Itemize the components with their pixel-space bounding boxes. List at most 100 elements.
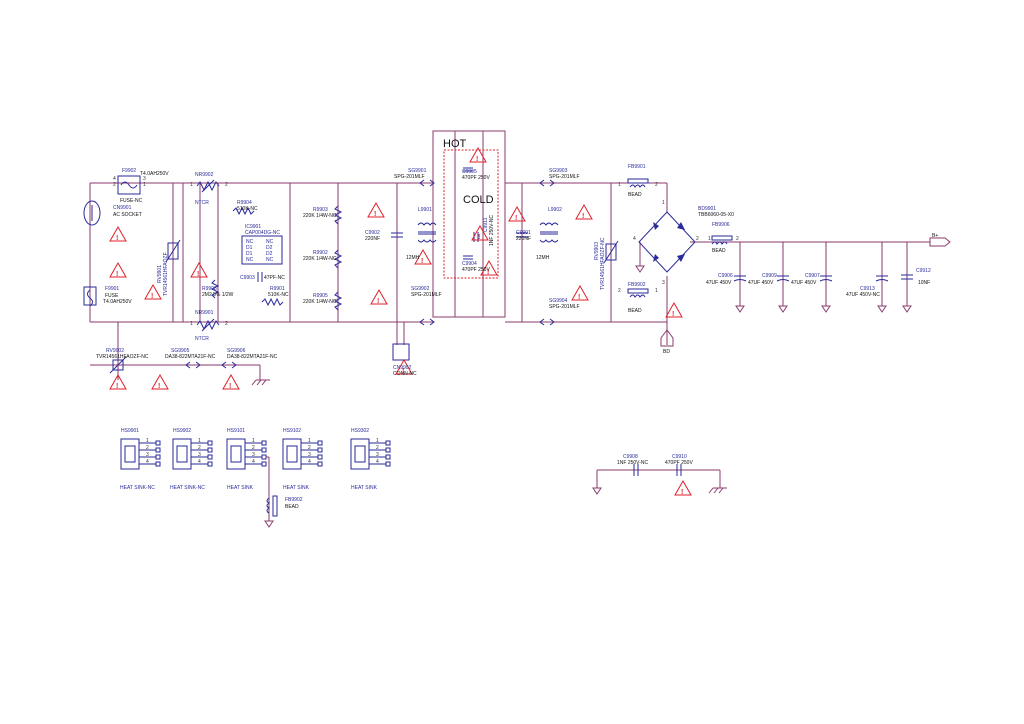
warning-icon: !	[144, 283, 162, 300]
svg-text:!: !	[582, 213, 584, 220]
c9913-ref: C9913	[860, 286, 875, 292]
svg-text:!: !	[402, 368, 404, 375]
ic9901-pin-r2: D2	[266, 245, 273, 251]
ic9901-pin-r3: D2	[266, 251, 273, 257]
cold-label: COLD	[463, 194, 494, 206]
c9908-ref: C9908	[623, 454, 638, 460]
svg-text:4: 4	[146, 459, 149, 465]
svg-text:!: !	[229, 383, 231, 390]
bd-label: BD	[663, 349, 670, 355]
c9903-ref: C9903	[240, 275, 255, 281]
sg9906-ref: SG9906	[227, 348, 246, 354]
svg-text:!: !	[377, 298, 379, 305]
c9908-value: 1NF 250V-NC	[617, 460, 649, 466]
bd9901-ref: BD9901	[698, 206, 716, 212]
svg-text:!: !	[197, 271, 199, 278]
warning-icon: !	[222, 373, 240, 390]
c9906-value: 47UF 450V	[706, 280, 732, 286]
warning-icon: !	[571, 284, 589, 301]
svg-text:4: 4	[252, 459, 255, 465]
sg9903-value: SPG-201MLF	[549, 174, 580, 180]
f9901-ref: F9901	[105, 286, 119, 292]
ic9901-pin-r4: NC	[266, 257, 274, 263]
warning-icon: !	[575, 203, 593, 220]
pin-number: 4	[633, 236, 636, 242]
svg-text:!: !	[476, 156, 478, 163]
ic9901-pin-l3: D1	[246, 251, 253, 257]
svg-text:!: !	[116, 271, 118, 278]
pin-number: 1	[190, 321, 193, 327]
r9905-ref: R9905	[313, 293, 328, 299]
warning-icon: !	[151, 373, 169, 390]
svg-text:3: 3	[198, 452, 201, 458]
r9902-value: 220K 1/4W-NC	[303, 256, 337, 262]
warning-symbols: ! ! ! ! ! ! ! ! ! ! ! ! ! ! ! ! ! ! !	[109, 146, 692, 496]
bottom-caps: C9908 1NF 250V-NC C9910 470PF 250V	[617, 454, 693, 466]
svg-text:3: 3	[308, 452, 311, 458]
c9907-value: 47UF 450V	[791, 280, 817, 286]
svg-text:2: 2	[198, 445, 201, 451]
svg-text:HEAT SINK: HEAT SINK	[283, 485, 310, 491]
ic9901-value: CAP004DG-NC	[245, 230, 280, 236]
warning-icon: !	[190, 261, 208, 278]
svg-text:!: !	[681, 489, 683, 496]
svg-text:!: !	[487, 269, 489, 276]
f9902-sub: FUSE-NC	[120, 198, 143, 204]
component-symbols	[83, 167, 951, 494]
pin-number: 1	[190, 182, 193, 188]
wiring	[89, 130, 930, 380]
fb9902-value: BEAD	[628, 308, 642, 314]
c9912-ref: C9912	[916, 268, 931, 274]
fb9902-ref: FB9902	[628, 282, 646, 288]
rv9903-ref: RV9903	[594, 242, 600, 260]
svg-text:HS9902: HS9902	[173, 428, 191, 434]
svg-text:2: 2	[376, 445, 379, 451]
pin-number: 2	[696, 236, 699, 242]
heat-sink-hs9101: HS9101 12 34 HEAT SINK FB9902 BEAD	[226, 428, 303, 521]
svg-text:!: !	[374, 211, 376, 218]
r9901-value: 510K-NC	[268, 292, 289, 298]
warning-icon: !	[414, 248, 432, 265]
l9901-ref: L9901	[418, 207, 432, 213]
rv9901-label: RV9901	[157, 265, 163, 283]
r9902-ref: R9902	[313, 250, 328, 256]
rv9902-ref: RV9902	[106, 348, 124, 354]
pin-number: 2	[113, 182, 116, 188]
pin-number: 1	[618, 182, 621, 188]
nr9902-ref: NR9902	[195, 172, 214, 178]
svg-text:3: 3	[146, 452, 149, 458]
svg-text:3: 3	[376, 452, 379, 458]
r9901-ref: R9901	[270, 286, 285, 292]
sg9902-ref: SG9902	[411, 286, 430, 292]
c9904-value: 470PF 250V	[462, 267, 490, 273]
ic9901-pin-r1: NC	[266, 239, 274, 245]
ground-symbols	[264, 265, 912, 528]
r9904-value: 510K-NC	[237, 206, 258, 212]
svg-text:HS9302: HS9302	[351, 428, 369, 434]
sg9903-ref: SG9903	[549, 168, 568, 174]
r9904-ref: R9904	[237, 200, 252, 206]
warning-icon: !	[109, 373, 127, 390]
sg9905-ref: SG9905	[171, 348, 190, 354]
nr9901-ref: NR9901	[195, 310, 214, 316]
svg-text:4: 4	[376, 459, 379, 465]
c9911-value: 1NF 250V-NC	[489, 214, 495, 246]
sg9906-value: DA38-822MTA21F-NC	[227, 354, 278, 360]
pin-number: 2	[618, 288, 621, 294]
svg-text:HEAT SINK-NC: HEAT SINK-NC	[120, 485, 155, 491]
rv9903-value: TVR14561HFAOZF-NC	[600, 237, 606, 290]
svg-text:FB9902: FB9902	[285, 497, 303, 503]
pin-number: 2	[655, 182, 658, 188]
pin-number: 2	[225, 182, 228, 188]
warning-icon: !	[395, 358, 413, 375]
svg-text:1: 1	[308, 438, 311, 444]
pin-number: 4	[113, 176, 116, 182]
pin-number: 1	[655, 288, 658, 294]
warning-icon: !	[508, 205, 526, 222]
fb9901-ref: FB9901	[628, 164, 646, 170]
ic9901-pin-l4: NC	[246, 257, 254, 263]
c9905-ref: C9905	[462, 169, 477, 175]
pin-number: 3	[662, 280, 665, 286]
svg-text:!: !	[116, 383, 118, 390]
svg-text:!: !	[578, 294, 580, 301]
